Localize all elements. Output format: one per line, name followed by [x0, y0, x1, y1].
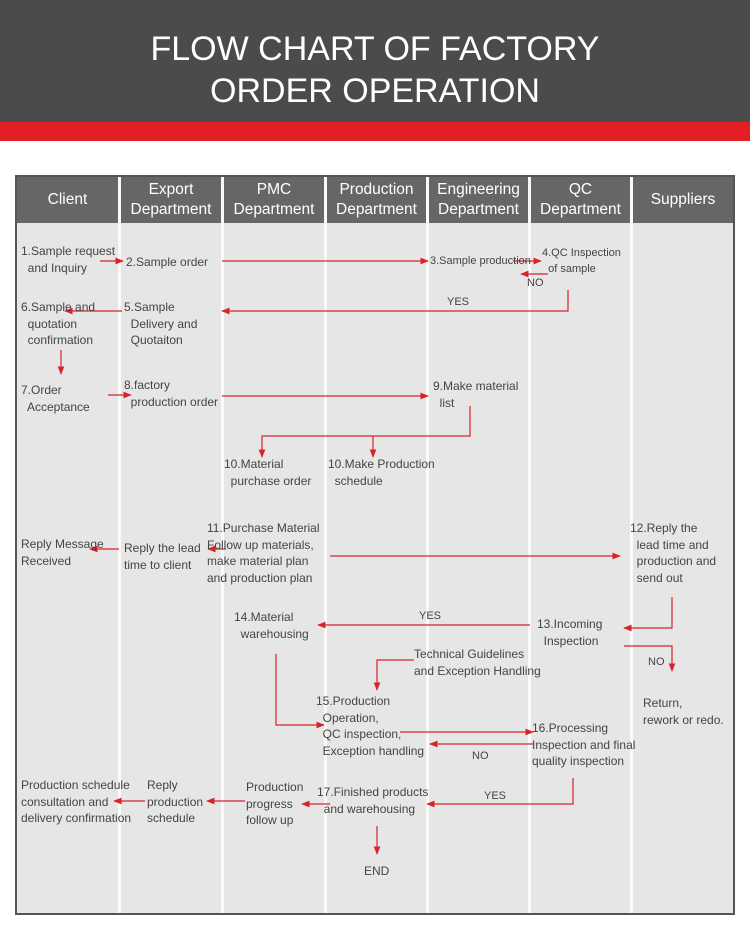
title-banner [0, 0, 750, 122]
lane-divider [118, 177, 121, 913]
page-title: FLOW CHART OF FACTORY ORDER OPERATION [0, 28, 750, 112]
lane-divider [528, 177, 531, 913]
step-16-processing-inspection: 16.Processing Inspection and final quali… [532, 721, 636, 768]
step-6-sample-confirmation: 6.Sample and quotation confirmation [21, 300, 96, 347]
edge-label-yes: YES [447, 296, 470, 308]
swimlane-chart [15, 175, 735, 915]
step-7-order-acceptance: 7.Order Acceptance [21, 383, 90, 414]
step-11-purchase-material: 11.Purchase Material Follow up materials… [207, 521, 320, 585]
edge-label-no: NO [527, 277, 544, 289]
reply-production-schedule: Reply production schedule [147, 778, 204, 825]
lane-header-production: Production Department [327, 177, 426, 223]
step-13-incoming-inspection: 13.Incoming Inspection [537, 617, 603, 648]
step-3-sample-production: 3.Sample production [430, 255, 531, 267]
arrow-12-13 [623, 597, 673, 632]
end-label: END [364, 864, 390, 878]
reply-message-received: Reply Message Received [21, 537, 104, 568]
arrow-tech-15 [373, 659, 414, 691]
title-line-1: FLOW CHART OF FACTORY [150, 30, 600, 68]
edge-label-no: NO [648, 656, 665, 668]
arrow-16-17-yes [426, 778, 574, 808]
step-5-sample-delivery: 5.Sample Delivery and Quotaiton [124, 300, 198, 347]
reply-lead-time-label: Reply the lead time to client [124, 541, 201, 572]
lane-divider [630, 177, 633, 913]
technical-guidelines: Technical Guidelines and Exception Handl… [414, 647, 541, 678]
schedule-consultation: Production schedule consultation and del… [21, 778, 132, 825]
lane-header-engineering: Engineering Department [429, 177, 528, 223]
step-4-qc-inspection: 4.QC Inspection of sample [542, 247, 621, 275]
step-9-material-list: 9.Make material list [433, 379, 519, 410]
lane-header-qc: QC Department [531, 177, 630, 223]
step-17-finished-products: 17.Finished products and warehousing [317, 785, 429, 816]
step-10-production-schedule: 10.Make Production schedule [328, 457, 435, 488]
lane-header-suppliers: Suppliers [633, 177, 733, 223]
lane-header-pmc: PMC Department [224, 177, 324, 223]
edge-label-no: NO [472, 750, 489, 762]
step-14-material-warehousing: 14.Material warehousing [234, 610, 309, 641]
lane-divider [324, 177, 327, 913]
lane-header-export: Export Department [121, 177, 221, 223]
edge-label-yes: YES [419, 610, 442, 622]
step-8-factory-order: 8.factory production order [124, 378, 219, 409]
title-line-2: ORDER OPERATION [210, 72, 540, 110]
edge-label-yes: YES [484, 790, 507, 802]
step-12-reply-lead-time: 12.Reply the lead time and production an… [630, 521, 717, 585]
lane-divider [426, 177, 429, 913]
return-rework: Return, rework or redo. [643, 696, 724, 727]
arrow-4-5-yes [221, 290, 569, 315]
lane-divider [221, 177, 224, 913]
production-progress: Production progress follow up [246, 780, 304, 827]
step-1-sample-request: 1.Sample request and Inquiry [21, 244, 116, 275]
accent-bar [0, 122, 750, 141]
step-2-sample-order: 2.Sample order [126, 255, 209, 269]
lane-header-client: Client [17, 177, 118, 223]
arrow-9-10 [258, 406, 471, 458]
arrow-13-return-no [624, 645, 676, 672]
arrow-14-15 [275, 654, 325, 729]
step-15-production-operation: 15.Production Operation, QC inspection, … [316, 694, 425, 758]
step-10-material-purchase: 10.Material purchase order [224, 457, 312, 488]
